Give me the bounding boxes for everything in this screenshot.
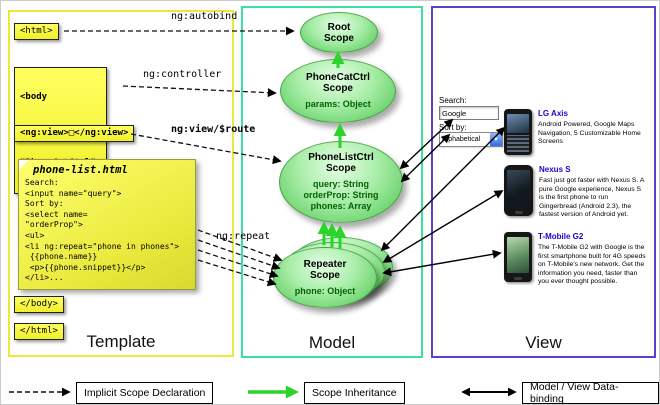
template-panel-label: Template xyxy=(86,332,156,351)
legend-label: Scope Inheritance xyxy=(312,387,397,399)
note-code-line: Sort by: xyxy=(25,199,64,209)
model-panel-label: Model xyxy=(308,333,356,352)
phone-home-button xyxy=(514,277,522,280)
search-label: Search: xyxy=(439,96,467,105)
legend-label: Model / View Data-binding xyxy=(530,381,619,405)
phonecatctrl-scope-ellipse: PhoneCatCtrl Scope params: Object xyxy=(280,59,396,123)
note-code-line: <p>{{phone.snippet}}</p> xyxy=(25,262,146,272)
chevron-down-icon: ▼ xyxy=(490,133,502,146)
phone-name-link[interactable]: T-Mobile G2 xyxy=(538,232,584,241)
legend-label: Implicit Scope Declaration xyxy=(84,387,206,399)
sort-select-value: Alphabetical xyxy=(442,136,481,143)
legend-model-view-data-binding: Model / View Data-binding xyxy=(522,381,659,405)
body-close-tag: </body> xyxy=(14,296,64,313)
search-input[interactable] xyxy=(439,106,499,120)
phone-description: The T-Mobile G2 with Google is the first… xyxy=(538,244,646,286)
body-open-line1: <body xyxy=(20,92,48,102)
note-code-line: "orderProp"> xyxy=(25,220,83,230)
note-code-line: Search: xyxy=(25,178,59,187)
phone-name-link[interactable]: Nexus S xyxy=(539,165,571,174)
scope-title: Repeater Scope xyxy=(303,258,347,281)
scope-property: phones: Array xyxy=(310,201,372,211)
root-scope-ellipse: Root Scope xyxy=(300,12,378,53)
phone-keyboard xyxy=(507,135,529,152)
scope-property: params: Object xyxy=(305,99,371,109)
phone-list-item: T-Mobile G2 The T-Mobile G2 with Google … xyxy=(504,232,654,287)
note-code-line: <li ng:repeat="phone in phones"> xyxy=(25,241,180,251)
ng-controller-label: ng:controller xyxy=(143,69,222,80)
note-code-line: <ul> xyxy=(25,230,45,240)
phone-list-item: LG Axis Android Powered, Google Maps Nav… xyxy=(504,109,654,155)
phone-name-link[interactable]: LG Axis xyxy=(538,109,568,118)
phone-screen xyxy=(507,170,530,207)
phone-screen xyxy=(507,114,529,133)
phone-home-button xyxy=(514,211,523,214)
phone-thumbnail-nexus-s[interactable] xyxy=(504,165,533,216)
ng-view-route-label: ng:view/$route xyxy=(171,124,256,135)
phone-thumbnail-lg-axis[interactable] xyxy=(504,109,532,155)
phone-list-template-note: phone-list.html Search: <input name="que… xyxy=(18,159,196,290)
phone-list-item: Nexus S Fast just got faster with Nexus … xyxy=(504,165,654,220)
html-open-tag: <html> xyxy=(14,23,59,40)
ng-autobind-label: ng:autobind xyxy=(171,11,238,22)
body-open-line3: "PhoneCatCtrl"> xyxy=(20,158,101,169)
phone-thumbnail-tmobile-g2[interactable] xyxy=(504,232,532,282)
phonelistctrl-scope-ellipse: PhoneListCtrl Scope query: String orderP… xyxy=(279,141,403,223)
legend-implicit-scope-declaration: Implicit Scope Declaration xyxy=(76,382,214,404)
note-code-line: <select name= xyxy=(25,209,88,219)
note-title: phone-list.html xyxy=(33,164,128,176)
note-code-line: {{phone.name}} xyxy=(25,252,98,262)
phone-description: Fast just got faster with Nexus S. A pur… xyxy=(539,177,645,219)
ng-repeat-label: ng:repeat xyxy=(216,231,271,242)
repeater-scope-front: Repeater Scope phone: Object xyxy=(273,247,377,308)
phone-screen xyxy=(507,237,529,273)
sort-select[interactable]: Alphabetical ▼ xyxy=(439,132,503,147)
scope-title: PhoneListCtrl Scope xyxy=(308,152,374,174)
sort-by-label: Sort by: xyxy=(439,123,467,132)
scope-property: query: String xyxy=(312,179,369,189)
html-close-tag: </html> xyxy=(14,323,64,340)
phone-description: Android Powered, Google Maps Navigation,… xyxy=(538,121,641,146)
legend-scope-inheritance: Scope Inheritance xyxy=(304,382,405,404)
note-code-line: <input name="query"> xyxy=(25,188,122,198)
view-panel-label: View xyxy=(525,333,562,352)
template-panel: Template xyxy=(8,10,234,357)
scope-title: Root Scope xyxy=(323,21,354,44)
scope-title: PhoneCatCtrl Scope xyxy=(306,72,370,94)
note-code-line: </li>... xyxy=(25,273,64,283)
ng-view-tag: <ng:view>□</ng:view> xyxy=(14,125,135,142)
scope-property: orderProp: String xyxy=(303,190,379,200)
scope-property: phone: Object xyxy=(294,285,356,296)
